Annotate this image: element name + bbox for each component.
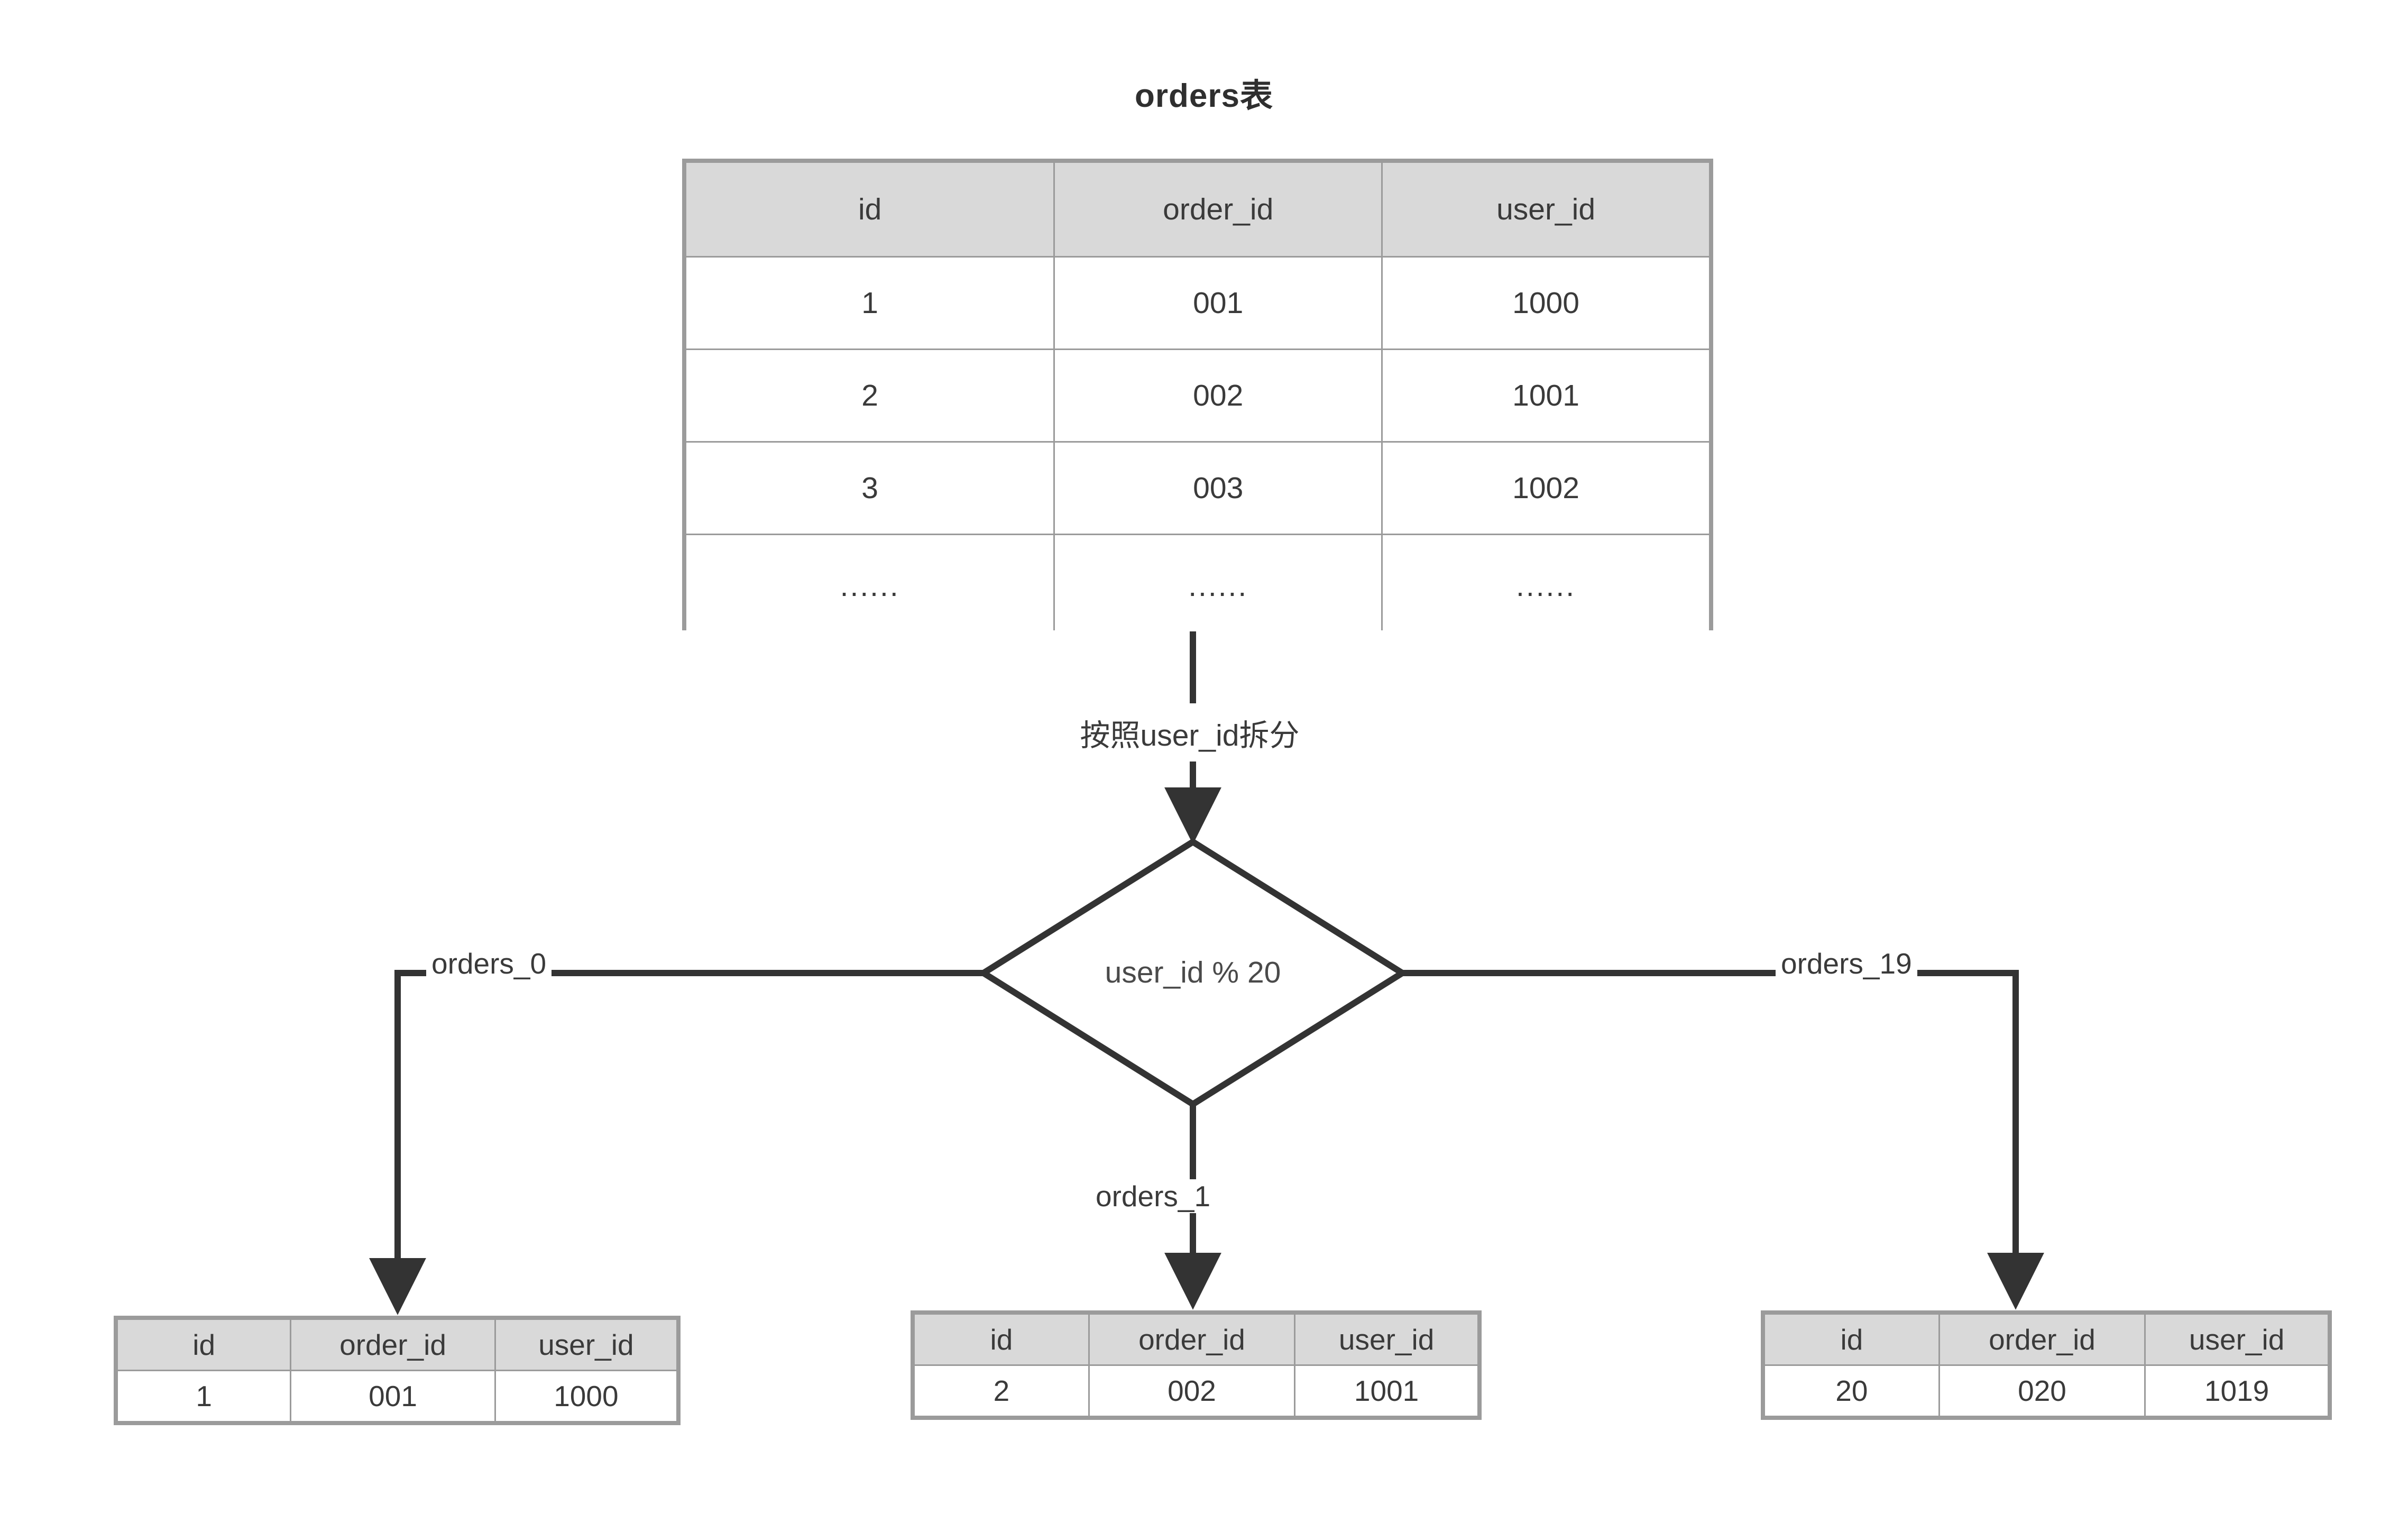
cell-id: 1 bbox=[684, 256, 1055, 350]
table-row: 3 003 1002 bbox=[684, 441, 1711, 535]
cell-user-id: 1019 bbox=[2144, 1364, 2329, 1417]
cell-user-id: 1002 bbox=[1381, 441, 1711, 535]
cell-id: 20 bbox=[1763, 1364, 1940, 1417]
shard-table-orders-19: id order_id user_id 20 020 1019 bbox=[1761, 1310, 2332, 1420]
connector-branch-orders-0 bbox=[369, 970, 984, 1315]
shard-header-row: id order_id user_id bbox=[913, 1313, 1479, 1366]
cell-id: 2 bbox=[913, 1364, 1090, 1417]
cell-user-id: 1001 bbox=[1381, 348, 1711, 443]
column-header-order-id: order_id bbox=[290, 1318, 496, 1371]
column-header-user-id: user_id bbox=[2144, 1313, 2329, 1366]
shard-header-row: id order_id user_id bbox=[1763, 1313, 2329, 1366]
branch-label-orders-1: orders_1 bbox=[1090, 1179, 1216, 1213]
table-row: 1 001 1000 bbox=[684, 256, 1711, 350]
column-header-order-id: order_id bbox=[1938, 1313, 2146, 1366]
cell-order-id-ellipsis: ...... bbox=[1053, 539, 1383, 633]
cell-order-id: 020 bbox=[1938, 1364, 2146, 1417]
column-header-order-id: order_id bbox=[1088, 1313, 1296, 1366]
column-header-id: id bbox=[116, 1318, 292, 1371]
cell-order-id: 002 bbox=[1088, 1364, 1296, 1417]
decision-expression: user_id % 20 bbox=[1105, 956, 1281, 989]
source-table-header-row: id order_id user_id bbox=[684, 161, 1711, 258]
column-header-id: id bbox=[1763, 1313, 1940, 1366]
table-row: 2 002 1001 bbox=[913, 1364, 1479, 1417]
cell-id: 2 bbox=[684, 348, 1055, 443]
cell-user-id: 1001 bbox=[1294, 1364, 1479, 1417]
cell-order-id: 001 bbox=[1053, 256, 1383, 350]
cell-order-id: 002 bbox=[1053, 348, 1383, 443]
cell-user-id-ellipsis: ...... bbox=[1381, 539, 1711, 633]
cell-user-id: 1000 bbox=[1381, 256, 1711, 350]
column-header-user-id: user_id bbox=[1294, 1313, 1479, 1366]
source-table: id order_id user_id 1 001 1000 2 002 100… bbox=[682, 159, 1713, 633]
column-header-id: id bbox=[684, 161, 1055, 258]
table-row: 2 002 1001 bbox=[684, 348, 1711, 443]
column-header-order-id: order_id bbox=[1053, 161, 1383, 258]
column-header-id: id bbox=[913, 1313, 1090, 1366]
cell-user-id: 1000 bbox=[494, 1370, 678, 1423]
branch-label-orders-0: orders_0 bbox=[426, 947, 552, 980]
branch-label-orders-19: orders_19 bbox=[1776, 947, 1917, 980]
shard-table-orders-0: id order_id user_id 1 001 1000 bbox=[114, 1316, 681, 1425]
cell-id-ellipsis: ...... bbox=[684, 539, 1055, 633]
column-header-user-id: user_id bbox=[1381, 161, 1711, 258]
connector-branch-orders-19 bbox=[1402, 970, 2044, 1310]
diagram-title: orders表 bbox=[1135, 78, 1273, 114]
shard-header-row: id order_id user_id bbox=[116, 1318, 678, 1371]
cell-order-id: 003 bbox=[1053, 441, 1383, 535]
column-header-user-id: user_id bbox=[494, 1318, 678, 1371]
table-row-ellipsis: ...... ...... ...... bbox=[684, 535, 1711, 633]
table-row: 20 020 1019 bbox=[1763, 1364, 2329, 1417]
split-rule-label: 按照user_id拆分 bbox=[1080, 719, 1300, 753]
table-row: 1 001 1000 bbox=[116, 1370, 678, 1423]
cell-order-id: 001 bbox=[290, 1370, 496, 1423]
cell-id: 1 bbox=[116, 1370, 292, 1423]
shard-table-orders-1: id order_id user_id 2 002 1001 bbox=[911, 1310, 1482, 1420]
cell-id: 3 bbox=[684, 441, 1055, 535]
